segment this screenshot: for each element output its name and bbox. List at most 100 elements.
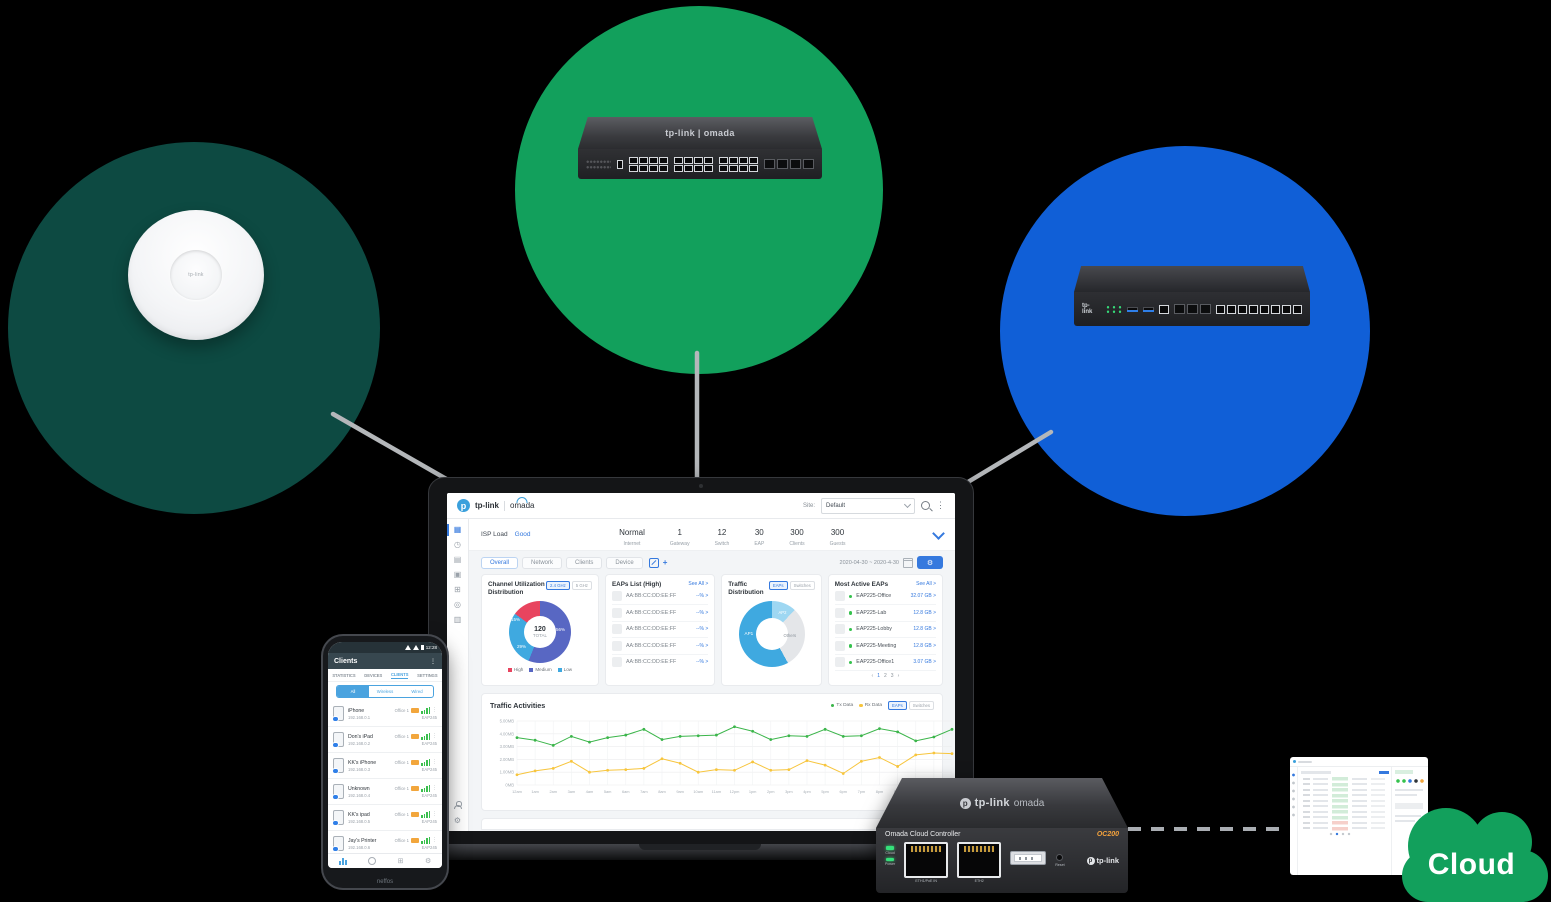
- more-menu-icon[interactable]: ⋮: [936, 500, 945, 510]
- tab-network[interactable]: Network: [522, 556, 563, 569]
- see-all-link[interactable]: See All >: [688, 581, 709, 587]
- svg-text:0MB: 0MB: [505, 783, 514, 788]
- settings-gear-icon[interactable]: ⚙: [453, 816, 462, 825]
- eap-row[interactable]: AA:BB:CC:DD:EE:FF--% >: [611, 589, 709, 606]
- router-usb-port-1: [1127, 306, 1139, 312]
- svg-text:8am: 8am: [658, 789, 666, 794]
- calendar-icon[interactable]: [903, 557, 913, 568]
- signal-bars-icon: [421, 810, 430, 818]
- eth2-label: ETH2: [974, 879, 984, 883]
- client-ap: EAP245: [421, 715, 437, 721]
- tab-statistics[interactable]: STATISTICS: [332, 672, 356, 678]
- segment-wireless[interactable]: Wireless: [376, 689, 394, 694]
- eap-row[interactable]: AA:BB:CC:DD:EE:FF--% >: [611, 638, 709, 655]
- page-1[interactable]: 1: [877, 673, 880, 680]
- nav-clients-icon[interactable]: ⊞: [397, 857, 404, 865]
- stat-value: Normal: [619, 528, 645, 537]
- collapse-chevron-icon[interactable]: [932, 526, 945, 540]
- page-2[interactable]: 2: [884, 673, 887, 680]
- band-toggle-24ghz[interactable]: 2.4 GHz: [546, 581, 570, 590]
- tab-clients[interactable]: Clients: [566, 556, 603, 569]
- row-menu-icon[interactable]: ⋮: [432, 733, 437, 740]
- stat-value: 12: [717, 528, 727, 537]
- add-tab-button[interactable]: +: [662, 558, 668, 567]
- sidebar-item-insight[interactable]: ◎: [454, 600, 461, 609]
- tab-device[interactable]: Device: [606, 556, 643, 569]
- most-active-eaps-card: Most Active EAPs See All > EAP225-Office…: [827, 574, 943, 687]
- row-menu-icon[interactable]: ⋮: [432, 785, 437, 792]
- eap-traffic: 12.8 GB >: [913, 642, 936, 649]
- client-name: KK's iPhone: [348, 759, 377, 766]
- donut-center-label: TOTAL: [532, 633, 548, 639]
- chart-toggle-eaps[interactable]: EAPs: [888, 701, 907, 711]
- tab-overall[interactable]: Overall: [481, 556, 519, 569]
- see-all-link[interactable]: See All >: [916, 581, 936, 587]
- page-3[interactable]: 3: [890, 673, 894, 680]
- slice-label-others: Others: [783, 633, 797, 639]
- row-menu-icon[interactable]: ⋮: [432, 811, 437, 818]
- sidebar-item-log[interactable]: ▥: [453, 615, 462, 624]
- nav-devices-icon[interactable]: [368, 857, 377, 865]
- svg-text:5.00MB: 5.00MB: [500, 719, 515, 724]
- row-menu-icon[interactable]: ⋮: [432, 759, 437, 766]
- nav-statistics-icon[interactable]: [338, 857, 347, 865]
- access-point-brand: tp-link: [188, 272, 204, 278]
- eap-thumbnail: [834, 640, 845, 651]
- nav-settings-icon[interactable]: ⚙: [424, 857, 432, 865]
- eth1-port: [904, 842, 949, 878]
- sidebar-item-map[interactable]: ▤: [453, 555, 462, 564]
- edit-icon[interactable]: [648, 557, 659, 568]
- search-icon[interactable]: [921, 501, 930, 510]
- svg-text:6am: 6am: [622, 789, 630, 794]
- chart-toggle-switches[interactable]: Switches: [908, 701, 934, 711]
- tplink-logo-icon: p: [959, 797, 971, 809]
- sidebar-item-dashboard[interactable]: ▦: [447, 524, 462, 536]
- site-select[interactable]: Default: [821, 497, 915, 514]
- more-menu-icon[interactable]: ⋮: [430, 658, 436, 665]
- widget-settings-button[interactable]: ⚙: [917, 556, 943, 569]
- legend-high-swatch: [507, 667, 512, 672]
- admin-icon[interactable]: [454, 801, 462, 809]
- svg-text:5pm: 5pm: [821, 789, 829, 794]
- page-next[interactable]: ›: [897, 673, 900, 680]
- svg-text:10am: 10am: [693, 789, 703, 794]
- legend-rx-swatch: [859, 703, 863, 708]
- eap-row[interactable]: AA:BB:CC:DD:EE:FF--% >: [611, 622, 709, 639]
- eap-row[interactable]: AA:BB:CC:DD:EE:FF--% >: [611, 655, 708, 671]
- cloud-led: [886, 846, 895, 850]
- source-toggle-switches[interactable]: Switches: [789, 581, 815, 590]
- sidebar-item-devices[interactable]: ▣: [453, 570, 462, 579]
- sidebar-item-clients[interactable]: ⊞: [454, 585, 461, 594]
- svg-text:4.00MB: 4.00MB: [500, 731, 515, 736]
- legend-low-swatch: [557, 667, 562, 672]
- source-toggle-eaps[interactable]: EAPs: [768, 581, 788, 590]
- segment-wired[interactable]: Wired: [411, 689, 423, 694]
- segment-all[interactable]: All: [337, 686, 369, 697]
- band-toggle-5ghz[interactable]: 5 GHz: [571, 581, 592, 590]
- phone-brand: neffos: [376, 879, 394, 885]
- date-range[interactable]: 2020-04-30 ~ 2020-4-30: [839, 559, 899, 566]
- oc200-model: OC200: [1096, 831, 1119, 838]
- row-menu-icon[interactable]: ⋮: [432, 707, 437, 714]
- eap-row[interactable]: AA:BB:CC:DD:EE:FF--% >: [611, 605, 709, 622]
- row-menu-icon[interactable]: ⋮: [432, 837, 437, 844]
- sidebar-item-statistics[interactable]: ◷: [454, 540, 461, 549]
- eap-thumbnail: [834, 657, 845, 668]
- tab-devices[interactable]: DEVICES: [364, 672, 383, 678]
- tab-settings[interactable]: SETTINGS: [417, 672, 438, 678]
- channel-utilization-donut: 15% 56% 29% 120 TOTAL: [508, 601, 571, 664]
- tab-clients[interactable]: CLIENTS: [390, 671, 409, 679]
- smartphone: 12:28 Clients ⋮ STATISTICS DEVICES CLIEN…: [323, 636, 447, 888]
- page-prev[interactable]: ‹: [871, 673, 874, 680]
